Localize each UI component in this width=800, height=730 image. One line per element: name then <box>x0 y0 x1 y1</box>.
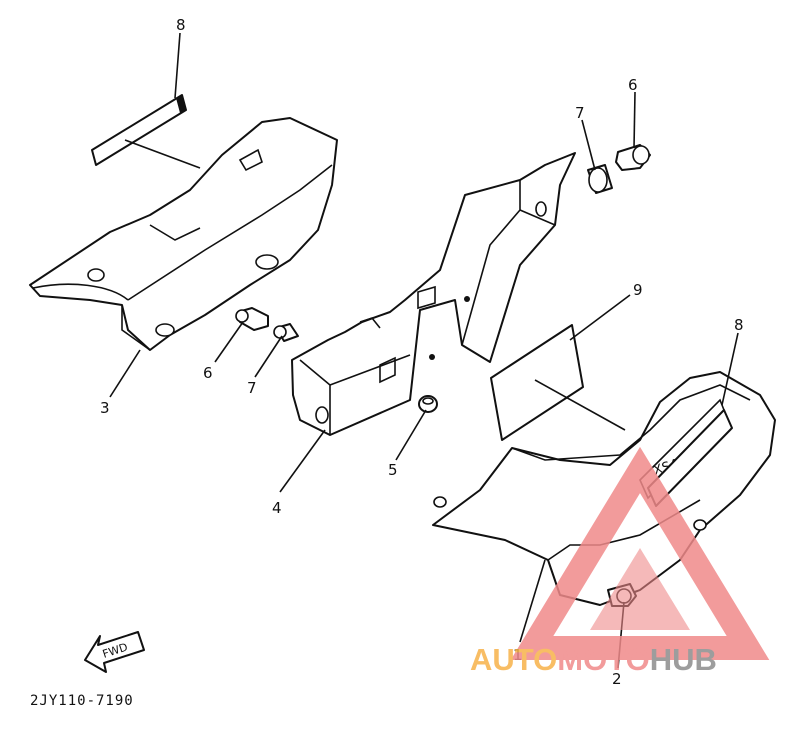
callout-7-middle: 7 <box>247 379 257 397</box>
watermark-text: AUTOMOTOHUB <box>470 642 717 677</box>
bolt-6-middle <box>235 307 269 331</box>
callout-8-right: 8 <box>734 316 744 334</box>
callout-4: 4 <box>272 499 282 517</box>
right-side-cover: XS400 <box>432 371 776 606</box>
decal-9 <box>490 324 584 441</box>
callout-6-middle: 6 <box>203 364 213 382</box>
left-side-cover <box>29 117 338 351</box>
watermark-triangle-logo <box>510 446 770 660</box>
callout-7-upper: 7 <box>575 104 585 122</box>
grommet-5 <box>418 395 438 413</box>
callout-3: 3 <box>100 399 110 417</box>
side-cover-bracket <box>291 152 576 436</box>
collar-7-middle <box>273 323 299 342</box>
callout-9: 9 <box>633 281 643 299</box>
part-code: 2JY110-7190 <box>30 693 134 709</box>
callout-2: 2 <box>612 670 622 688</box>
fwd-arrow: FWD <box>84 631 145 673</box>
decal-strip-left <box>91 94 187 166</box>
callout-6-upper: 6 <box>628 76 638 94</box>
leader-lines <box>109 32 739 669</box>
callout-8-top: 8 <box>176 16 186 34</box>
bolt-6-upper <box>615 144 651 171</box>
callout-5: 5 <box>388 461 398 479</box>
watermark: AUTOMOTOHUB <box>470 446 770 677</box>
collar-7-upper <box>587 164 613 194</box>
